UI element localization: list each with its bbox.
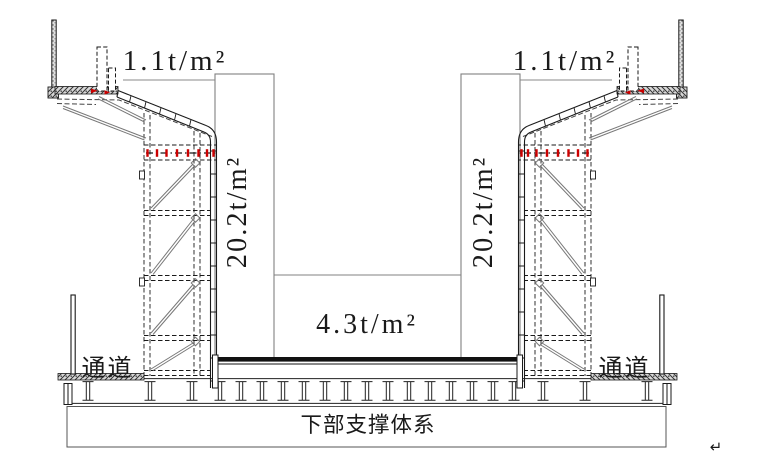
deck-and-support-assembly [66,274,667,448]
web-load-rect-right [460,73,521,359]
passage-label-right: 通道 [599,355,651,382]
load-label-right-web: 20.2t/m² [468,156,499,268]
web-load-rect-left [214,73,275,359]
i-beam-row [82,381,653,401]
load-label-left-wing: 1.1t/m² [123,45,228,77]
right-bracket-assembly [516,19,688,406]
lower-support-label: 下部支撑体系 [300,413,435,437]
load-label-left-web: 20.2t/m² [222,156,253,268]
left-bracket-assembly [47,19,219,406]
load-label-right-wing: 1.1t/m² [513,45,618,77]
lower-support-box [66,406,667,448]
girder-row-edge-lines [68,378,666,404]
return-mark: ↵ [710,438,723,454]
deck-bottom-formwork-beam [215,357,522,362]
passage-label-left: 通道 [82,355,134,382]
load-label-bottom-deck: 4.3t/m² [316,309,418,340]
